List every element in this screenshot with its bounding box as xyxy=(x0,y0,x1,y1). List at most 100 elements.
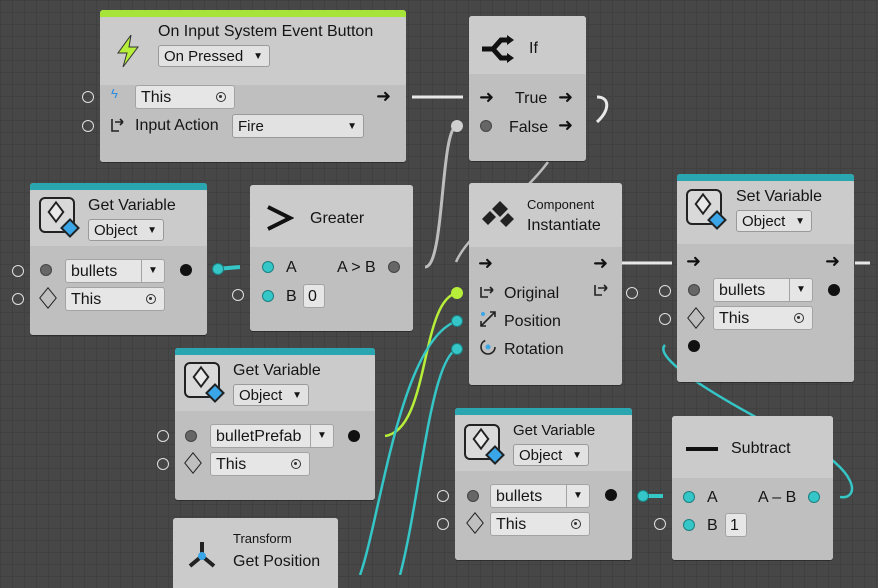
chevron-down-icon[interactable]: ▼ xyxy=(141,260,164,282)
variable-name-value: bullets xyxy=(71,263,118,280)
target-field-value: This xyxy=(71,291,102,308)
target-picker-icon[interactable] xyxy=(216,92,226,102)
node-title: On Input System Event Button xyxy=(158,23,374,40)
port-getvar3-out-connector[interactable] xyxy=(637,490,649,502)
input-action-dropdown[interactable]: Fire ▼ xyxy=(232,114,364,138)
a-input-port[interactable] xyxy=(683,491,695,503)
get-variable-node-bullets[interactable]: Get Variable Object ▼ bullets ▼ This xyxy=(30,183,207,335)
variable-name-field[interactable]: bullets ▼ xyxy=(65,259,165,283)
variable-kind-dropdown[interactable]: Object ▼ xyxy=(513,444,589,466)
a-label: A xyxy=(286,259,297,276)
object-strip xyxy=(677,174,854,181)
port-getvar1-name-in[interactable] xyxy=(12,265,24,277)
get-variable-node-bullets-2[interactable]: Get Variable Object ▼ bullets ▼ This xyxy=(455,408,632,560)
target-picker-icon[interactable] xyxy=(794,313,804,323)
port-target-in[interactable] xyxy=(82,91,94,103)
port-prefab-name-in[interactable] xyxy=(157,430,169,442)
port-input-action-in[interactable] xyxy=(82,120,94,132)
b-label: B xyxy=(286,288,297,305)
greater-node[interactable]: Greater A A > B B 0 xyxy=(250,185,413,331)
name-port[interactable] xyxy=(688,284,700,296)
variable-cube-icon xyxy=(184,362,220,398)
port-getvar3-target-in[interactable] xyxy=(437,518,449,530)
chevron-down-icon[interactable]: ▼ xyxy=(310,425,333,447)
target-picker-icon[interactable] xyxy=(291,459,301,469)
port-setvar-name-in[interactable] xyxy=(659,285,671,297)
target-field[interactable]: This xyxy=(713,306,813,330)
target-picker-icon[interactable] xyxy=(146,294,156,304)
transform-get-position-node[interactable]: Transform Get Position xyxy=(173,518,338,588)
component-icon xyxy=(482,201,514,227)
true-output-arrow-icon[interactable]: ➜ xyxy=(558,87,574,107)
b-value-field[interactable]: 1 xyxy=(725,513,747,537)
false-output-arrow-icon[interactable]: ➜ xyxy=(558,115,574,135)
port-setvar-target-in[interactable] xyxy=(659,313,671,325)
b-label: B xyxy=(707,517,718,534)
flow-input-arrow-icon[interactable]: ➜ xyxy=(478,253,494,273)
variable-name-field[interactable]: bullets ▼ xyxy=(490,484,590,508)
port-prefab-target-in[interactable] xyxy=(157,458,169,470)
flow-input-arrow-icon[interactable]: ➜ xyxy=(686,251,702,271)
port-original-in[interactable] xyxy=(451,287,463,299)
original-output-icon[interactable] xyxy=(593,283,611,299)
target-field[interactable]: This xyxy=(135,85,235,109)
variable-cube-icon xyxy=(464,424,500,460)
target-field-value: This xyxy=(719,310,750,327)
chevron-down-icon[interactable]: ▼ xyxy=(789,279,812,301)
name-port[interactable] xyxy=(185,430,197,442)
b-value-field[interactable]: 0 xyxy=(303,284,325,308)
flow-output-arrow-icon[interactable]: ➜ xyxy=(825,251,841,271)
on-input-system-event-node[interactable]: On Input System Event Button On Pressed … xyxy=(100,10,406,162)
variable-name-field[interactable]: bullets ▼ xyxy=(713,278,813,302)
false-label: False xyxy=(509,119,549,136)
node-title: Get Position xyxy=(233,553,321,570)
value-output-port[interactable] xyxy=(348,430,360,442)
port-subtract-b-in[interactable] xyxy=(654,518,666,530)
set-variable-node[interactable]: Set Variable Object ▼ ➜ ➜ bullets ▼ This xyxy=(677,174,854,382)
a-input-port[interactable] xyxy=(262,261,274,273)
target-field[interactable]: This xyxy=(490,512,590,536)
value-output-port[interactable] xyxy=(605,489,617,501)
value-output-port[interactable] xyxy=(828,284,840,296)
port-getvar1-out-connector[interactable] xyxy=(212,263,224,275)
b-input-port[interactable] xyxy=(683,519,695,531)
variable-kind-dropdown[interactable]: Object ▼ xyxy=(736,210,812,232)
port-instantiate-out[interactable] xyxy=(626,287,638,299)
port-rotation-in[interactable] xyxy=(451,343,463,355)
if-node[interactable]: If ➜ True ➜ False ➜ xyxy=(469,16,586,161)
result-output-port[interactable] xyxy=(808,491,820,503)
result-output-port[interactable] xyxy=(388,261,400,273)
variable-name-field[interactable]: bulletPrefab ▼ xyxy=(210,424,334,448)
port-greater-b-in[interactable] xyxy=(232,289,244,301)
target-field[interactable]: This xyxy=(65,287,165,311)
target-field[interactable]: This xyxy=(210,452,310,476)
variable-kind-dropdown[interactable]: Object ▼ xyxy=(233,384,309,406)
flow-output-arrow-icon[interactable]: ➜ xyxy=(376,86,392,106)
flow-output-arrow-icon[interactable]: ➜ xyxy=(593,253,609,273)
get-variable-node-bulletprefab[interactable]: Get Variable Object ▼ bulletPrefab ▼ Thi… xyxy=(175,348,375,500)
name-port[interactable] xyxy=(467,490,479,502)
port-position-in[interactable] xyxy=(451,315,463,327)
event-mode-dropdown[interactable]: On Pressed ▼ xyxy=(158,45,270,67)
name-port[interactable] xyxy=(40,264,52,276)
target-flow-icon: ϟ xyxy=(111,86,118,101)
value-input-port[interactable] xyxy=(688,340,700,352)
object-strip xyxy=(455,408,632,415)
chevron-down-icon: ▼ xyxy=(147,225,157,236)
subtract-node[interactable]: Subtract A A – B B 1 xyxy=(672,416,833,560)
value-output-port[interactable] xyxy=(180,264,192,276)
condition-port[interactable] xyxy=(480,120,492,132)
b-input-port[interactable] xyxy=(262,290,274,302)
port-if-condition-in[interactable] xyxy=(451,120,463,132)
chevron-down-icon[interactable]: ▼ xyxy=(566,485,589,507)
instantiate-node[interactable]: Component Instantiate ➜ ➜ Original Posit… xyxy=(469,183,622,385)
original-object-icon xyxy=(480,286,494,298)
flow-wire-if-true-out xyxy=(595,95,609,124)
chevron-down-icon: ▼ xyxy=(795,216,805,227)
chevron-down-icon: ▼ xyxy=(253,51,263,62)
port-getvar1-target-in[interactable] xyxy=(12,293,24,305)
variable-kind-dropdown[interactable]: Object ▼ xyxy=(88,219,164,241)
target-picker-icon[interactable] xyxy=(571,519,581,529)
flow-input-arrow-icon[interactable]: ➜ xyxy=(479,87,495,107)
port-getvar3-name-in[interactable] xyxy=(437,490,449,502)
